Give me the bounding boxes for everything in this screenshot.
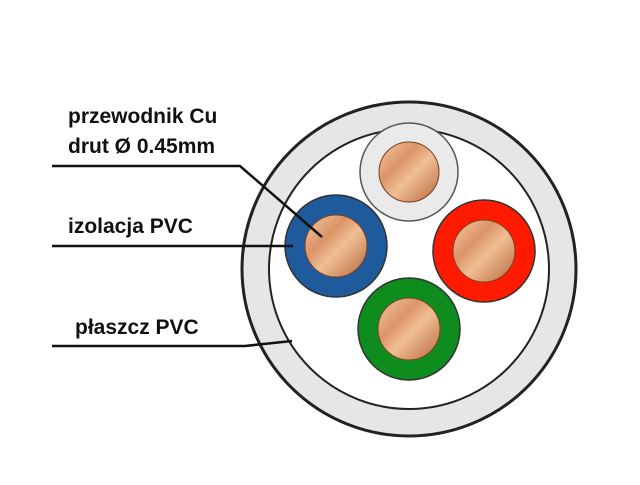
leader-line-sheath (52, 339, 293, 348)
conductor-label-line1: przewodnik Cu (68, 105, 218, 128)
insulation-label: izolacja PVC (68, 215, 193, 238)
core-green (357, 277, 461, 381)
core-white (359, 122, 459, 222)
core-blue (284, 194, 388, 298)
conductor-red (452, 219, 516, 283)
conductor-green (377, 297, 441, 361)
conductor-white (378, 141, 440, 203)
sheath-label: płaszcz PVC (75, 316, 199, 339)
conductor-blue (304, 214, 368, 278)
core-red (432, 199, 536, 303)
conductor-label-line2: drut Ø 0.45mm (68, 135, 216, 158)
leader-line-conductor (52, 164, 323, 238)
